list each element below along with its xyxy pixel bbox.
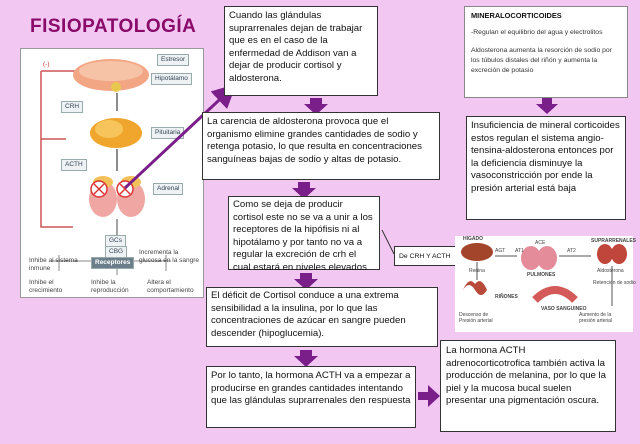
box-addison-text: Cuando las glándulas suprarrenales dejan… [229,10,363,84]
inhibe-crecimiento-label: Inhibe el crecimiento [29,279,63,294]
at2-label: AT2 [567,248,576,254]
hpa-axis-drawing [40,59,171,275]
inhibe-reproduccion-label: Inhibe la reproducción [91,279,129,294]
adrenal-label: Adrenal [153,183,184,195]
box-aldosterona-text: La carencia de aldosterona provoca que e… [207,116,422,165]
vaso-label: VASO SANGUINEO [541,306,587,312]
crh-label: CRH [61,101,84,113]
aldosterona-label: Aldosterona [597,268,624,274]
raas-drawing [461,243,627,306]
box-melanina-text: La hormona ACTH adrenocorticotrofica tam… [446,345,607,407]
kidney-icon-2 [463,281,487,295]
box-mineralocorticoides: MINERALOCORTICOIDES -Regulan el equilibr… [464,6,628,98]
ace-label: ACE [535,240,546,246]
minus-label: (-) [43,61,50,68]
lungs-icon [521,246,541,270]
mineral-title: MINERALOCORTICOIDES [471,11,562,20]
aumento-label: Aumento de la presión arterial [579,312,613,324]
box-cortisol-receptores: Como se deja de producir cortisol este n… [228,196,380,273]
down-arrow-4 [294,350,318,367]
box-acth-produccion: Por lo tanto, la hormona ACTH va a empez… [206,366,416,428]
box-hipoglucemia-text: El déficit de Cortisol conduce a una ext… [211,290,406,339]
box-crh-acth: De CRH Y ACTH [394,246,464,266]
hipotalamo-label: Hipotálamo [151,73,192,85]
box-aldosterona: La carencia de aldosterona provoca que e… [202,112,440,180]
right-arrow [418,385,440,407]
suprarrenales-label: SUPRARRENALES [591,238,637,244]
mineral-text-1: -Regulan el equilibrio del agua y electr… [471,29,603,36]
rinones-label: RIÑONES [495,294,518,300]
pulmones-label: PULMONES [527,272,556,278]
box-angiotensina-text: Insuficiencia de mineral corticoides est… [471,120,620,194]
mineral-text-2: Aldosterona aumenta la resorción de sodi… [471,47,612,74]
renina-label: Renina [469,268,485,274]
box-addison: Cuando las glándulas suprarrenales dejan… [224,6,378,96]
box-cortisol-receptores-text: Como se deja de producir cortisol este n… [233,199,373,273]
hpa-axis-figure: (-) Estresor Hipotálamo CRH Pituitaria A… [20,48,204,298]
altera-comportamiento-label: Altera el comportamiento [147,279,194,294]
higado-label: HIGADO [463,236,483,242]
down-arrow-5 [536,98,558,114]
box-acth-produccion-text: Por lo tanto, la hormona ACTH va a empez… [211,370,411,407]
box-hipoglucemia: El déficit de Cortisol conduce a una ext… [206,287,438,347]
side-connector [381,229,395,255]
receptores-label: Receptores [91,257,135,269]
liver-icon [461,243,493,261]
box-crh-acth-text: De CRH Y ACTH [399,253,451,260]
agt-label: AGT [495,248,506,254]
page-title: FISIOPATOLOGÍA [30,16,197,37]
pituitaria-label: Pituitaria [151,127,185,139]
inhibe-inmune-label: Inhibe al sistema inmune [29,257,78,272]
estresor-label: Estresor [157,54,190,66]
retencion-label: Retención de sodio [593,280,636,286]
adrenal-kidney-icon [597,244,613,264]
descenso-label: Descenso de Presión arterial [459,312,493,324]
raas-figure: HIGADO AGT AT1 ACE AT2 SUPRARRENALES Ren… [455,236,637,332]
feedback-line [40,71,73,228]
box-angiotensina: Insuficiencia de mineral corticoides est… [466,116,626,220]
box-melanina: La hormona ACTH adrenocorticotrofica tam… [440,340,616,432]
acth-label: ACTH [61,159,87,171]
vessel-icon [532,286,578,303]
incrementa-glucosa-label: Incrementa la glucosa en la sangre [139,249,199,264]
at1-label: AT1 [515,248,524,254]
hypothalamus-icon [111,82,121,92]
